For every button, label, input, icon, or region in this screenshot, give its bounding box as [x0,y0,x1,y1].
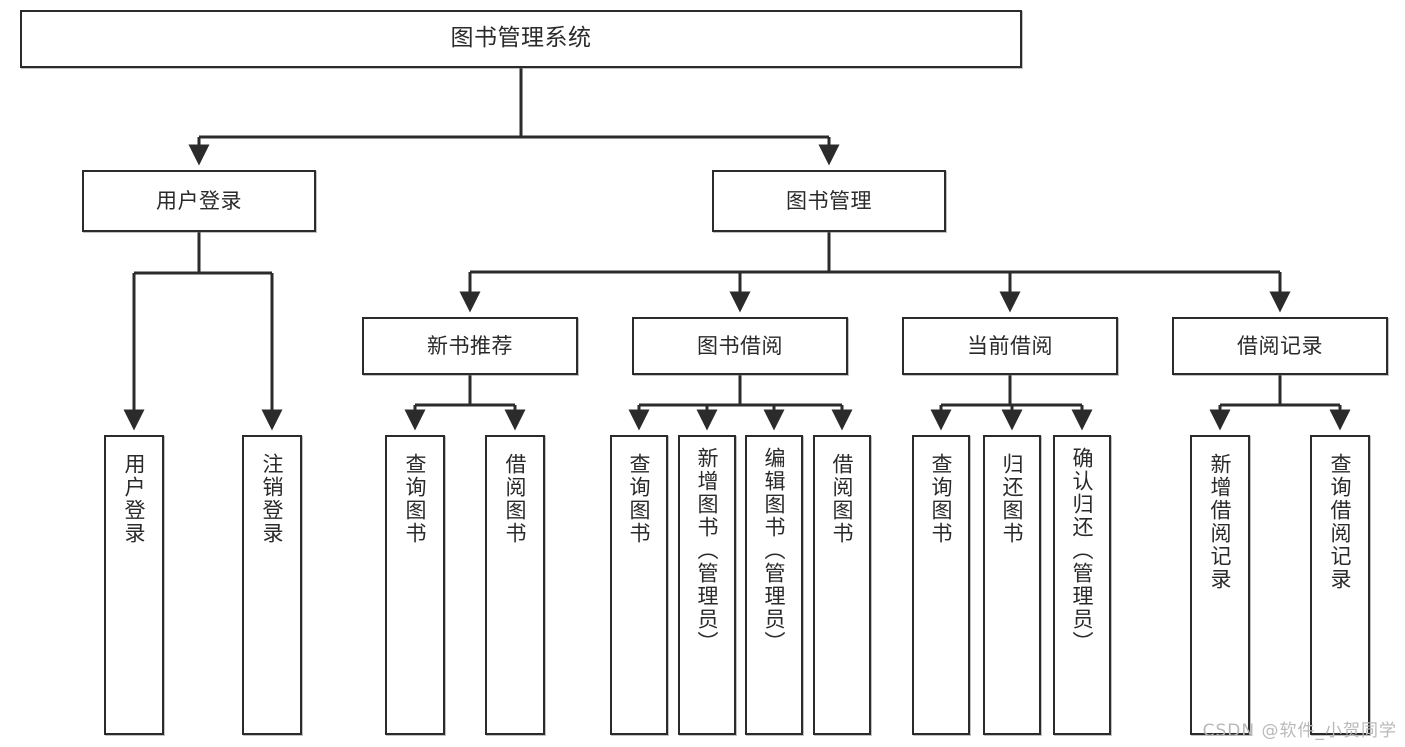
node-leaf-logout[interactable]: 注销登录 [242,435,302,735]
node-leaf-confirm-return[interactable]: 确认归还（管理员） [1053,435,1111,735]
node-book-borrow-label: 图书借阅 [697,333,783,358]
node-leaf-query-book-1-label: 查询图书 [403,453,428,545]
node-leaf-add-book-label: 新增图书（管理员） [695,447,720,654]
node-current-borrow[interactable]: 当前借阅 [902,317,1118,375]
node-leaf-user-login-label: 用户登录 [122,453,147,545]
node-leaf-query-record-label: 查询借阅记录 [1328,453,1353,591]
node-book-manage[interactable]: 图书管理 [712,170,946,232]
node-leaf-add-book[interactable]: 新增图书（管理员） [678,435,736,735]
node-leaf-borrow-book-2-label: 借阅图书 [830,453,855,545]
node-leaf-query-book-3[interactable]: 查询图书 [912,435,970,735]
node-leaf-confirm-return-label: 确认归还（管理员） [1070,447,1095,654]
node-new-book-recommend[interactable]: 新书推荐 [362,317,578,375]
node-leaf-query-record[interactable]: 查询借阅记录 [1310,435,1370,735]
node-leaf-query-book-3-label: 查询图书 [929,453,954,545]
node-leaf-logout-label: 注销登录 [260,453,285,545]
node-leaf-add-record[interactable]: 新增借阅记录 [1190,435,1250,735]
node-user-login-label: 用户登录 [156,188,242,213]
node-leaf-return-book-label: 归还图书 [1000,453,1025,545]
node-leaf-add-record-label: 新增借阅记录 [1208,453,1233,591]
node-leaf-query-book-2[interactable]: 查询图书 [610,435,668,735]
node-root-label: 图书管理系统 [450,25,592,52]
node-new-book-recommend-label: 新书推荐 [427,333,513,358]
node-borrow-record-label: 借阅记录 [1237,333,1323,358]
node-leaf-borrow-book-2[interactable]: 借阅图书 [813,435,871,735]
node-root[interactable]: 图书管理系统 [20,10,1022,68]
node-book-manage-label: 图书管理 [786,188,872,213]
node-book-borrow[interactable]: 图书借阅 [632,317,848,375]
node-leaf-edit-book-label: 编辑图书（管理员） [762,447,787,654]
node-leaf-query-book-1[interactable]: 查询图书 [385,435,445,735]
node-leaf-edit-book[interactable]: 编辑图书（管理员） [745,435,803,735]
node-current-borrow-label: 当前借阅 [967,333,1053,358]
node-borrow-record[interactable]: 借阅记录 [1172,317,1388,375]
node-user-login[interactable]: 用户登录 [82,170,316,232]
node-leaf-query-book-2-label: 查询图书 [627,453,652,545]
node-leaf-borrow-book-1-label: 借阅图书 [503,453,528,545]
node-leaf-user-login[interactable]: 用户登录 [104,435,164,735]
node-leaf-return-book[interactable]: 归还图书 [983,435,1041,735]
node-leaf-borrow-book-1[interactable]: 借阅图书 [485,435,545,735]
